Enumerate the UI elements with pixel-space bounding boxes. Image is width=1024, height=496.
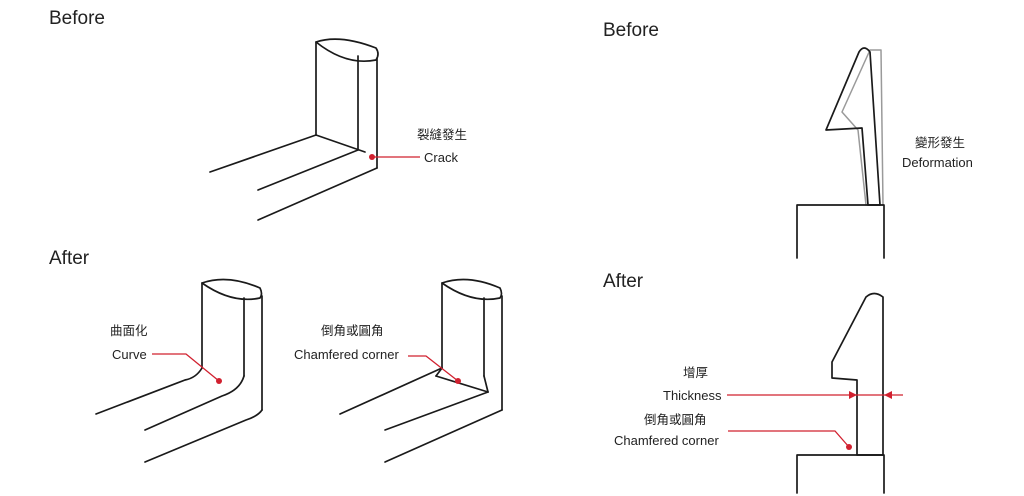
crack-label-zh: 裂縫發生 [417,127,467,142]
before-base-block [796,204,885,259]
deformation-label-en: Deformation [902,155,973,170]
left-after-heading: After [49,248,90,269]
chamfer-label-zh-right: 倒角或圓角 [644,412,707,427]
chamfer-label-en-right: Chamfered corner [614,433,719,448]
chamfer-label-en-left: Chamfered corner [294,347,399,362]
curve-label-en: Curve [112,347,147,362]
crack-label-en: Crack [424,150,458,165]
after-chamfer-figure [339,278,503,463]
chamfer-label-zh-left: 倒角或圓角 [321,323,384,338]
chamfer-leader-line-left [408,355,459,382]
curve-marker [216,378,222,384]
deformation-label-zh: 變形發生 [915,135,965,150]
chamfer-marker-right [846,444,852,450]
before-sharp-corner-figure [209,38,379,221]
thickness-arrow-left [849,391,857,399]
thickness-arrow-right [884,391,892,399]
curve-label-zh: 曲面化 [110,323,148,338]
chamfer-marker-left [455,378,461,384]
right-before-heading: Before [603,20,659,41]
thickness-label-zh: 增厚 [683,365,708,380]
chamfer-leader-line-right [728,430,850,448]
right-after-heading: After [603,271,644,292]
after-curve-figure [95,278,263,463]
thickened-profile [831,292,884,456]
curve-leader-line [152,353,220,382]
thickness-label-en: Thickness [663,388,722,403]
left-before-heading: Before [49,8,105,29]
deformed-profile [825,47,881,206]
after-base-block [796,454,885,494]
